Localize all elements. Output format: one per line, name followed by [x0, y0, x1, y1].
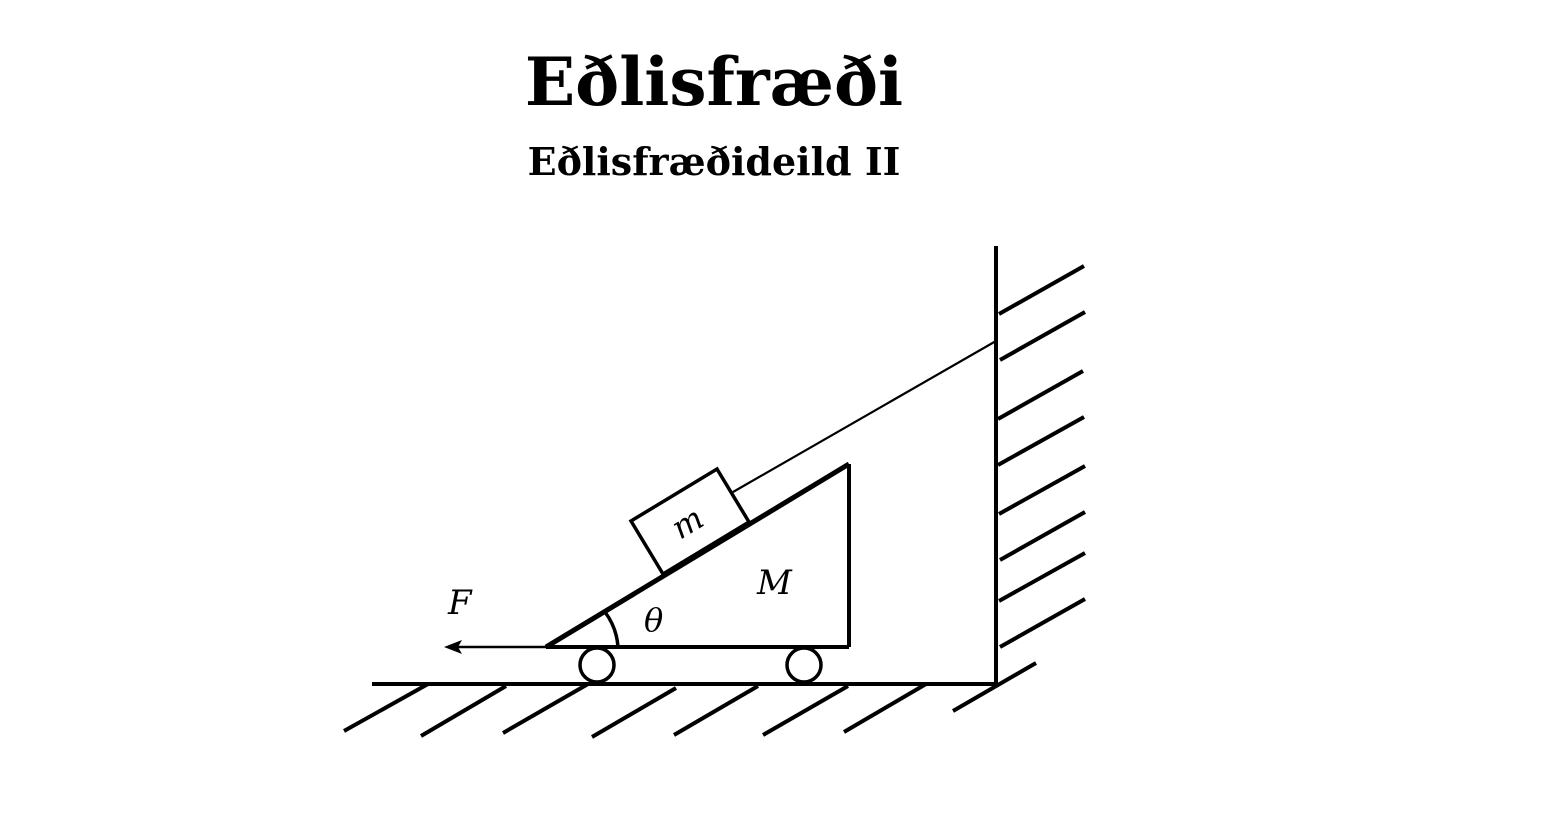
wheel-right — [785, 646, 823, 684]
block — [628, 466, 752, 577]
arrowhead-icon — [444, 640, 462, 654]
ground — [343, 661, 1038, 739]
wall — [994, 246, 1086, 684]
wheel-left — [578, 646, 616, 684]
force-label: F — [447, 583, 473, 623]
page-subtitle: Eðlisfræðideild II — [527, 139, 901, 184]
wedge-mass-label: M — [756, 563, 793, 603]
page-title: Eðlisfræði — [524, 43, 904, 121]
angle-arc — [603, 610, 620, 648]
angle-label: θ — [644, 601, 663, 639]
string — [732, 340, 997, 493]
wheels — [578, 646, 823, 684]
force-arrow — [444, 640, 546, 654]
